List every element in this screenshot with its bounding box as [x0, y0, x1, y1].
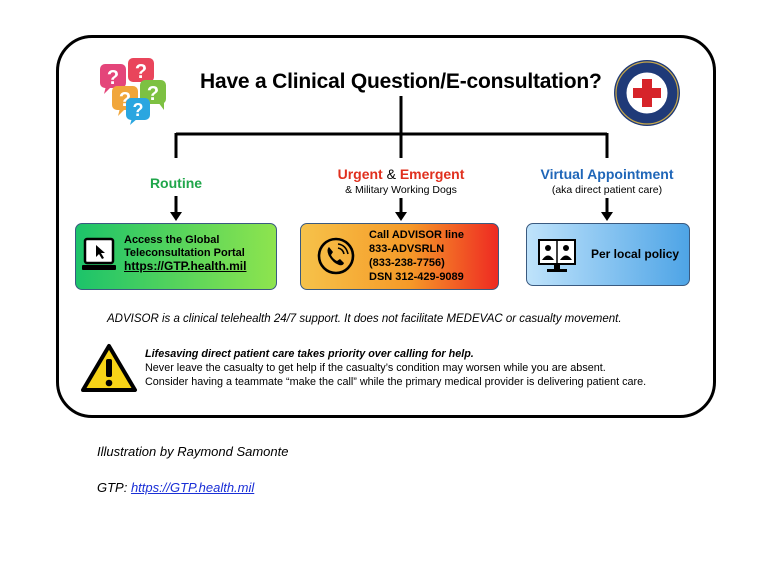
svg-text:?: ?: [147, 83, 159, 105]
svg-text:?: ?: [135, 61, 147, 83]
urgent-emergent-label: Urgent & Emergent: [301, 166, 501, 182]
virtual-label: Virtual Appointment: [540, 166, 674, 182]
joint-trauma-system-seal: [614, 60, 680, 126]
routine-line1: Access the Global: [124, 234, 220, 246]
question-bubbles-icon: ? ? ? ? ?: [100, 58, 166, 125]
routine-box: Access the Global Teleconsultation Porta…: [75, 223, 277, 290]
illustration-credit: Illustration by Raymond Samonte: [97, 444, 289, 459]
video-conference-icon: [538, 239, 576, 272]
routine-label: Routine: [149, 175, 203, 191]
urgent-box: Call ADVISOR line 833-ADVSRLN (833-238-7…: [300, 223, 499, 290]
warning-headline: Lifesaving direct patient care takes pri…: [145, 348, 474, 360]
gtp-portal-link[interactable]: https://GTP.health.mil: [124, 259, 247, 273]
diagram-title: Have a Clinical Question/E-consultation?: [200, 70, 602, 93]
gtp-link[interactable]: https://GTP.health.mil: [130, 480, 255, 495]
warning-line1: Never leave the casualty to get help if …: [145, 362, 606, 374]
ampersand-text: &: [382, 166, 400, 182]
warning-line2: Consider having a teammate “make the cal…: [145, 376, 647, 388]
warning-triangle-icon: [81, 344, 137, 392]
urgent-sublabel: & Military Working Dogs: [345, 184, 457, 196]
svg-text:?: ?: [133, 100, 144, 120]
laptop-icon: [82, 237, 116, 270]
advisor-phone-number: (833-238-7756): [369, 257, 445, 269]
phone-call-icon: [317, 237, 355, 275]
flow-connectors: [170, 96, 613, 221]
advisor-vanity-number: 833-ADVSRLN: [369, 243, 445, 255]
virtual-sublabel: (aka direct patient care): [551, 184, 663, 196]
urgent-text: Urgent: [337, 166, 383, 182]
emergent-text: Emergent: [399, 166, 465, 182]
advisor-line-label: Call ADVISOR line: [369, 229, 464, 241]
advisor-dsn-number: DSN 312-429-9089: [369, 271, 464, 283]
advisor-note: ADVISOR is a clinical telehealth 24/7 su…: [107, 313, 622, 325]
svg-text:?: ?: [107, 67, 119, 89]
gtp-caption: GTP: https://GTP.health.mil: [97, 480, 254, 495]
virtual-box-text: Per local policy: [591, 247, 680, 261]
routine-line2: Teleconsultation Portal: [124, 247, 245, 259]
gtp-prefix: GTP:: [97, 480, 131, 495]
virtual-box: Per local policy: [526, 223, 690, 286]
